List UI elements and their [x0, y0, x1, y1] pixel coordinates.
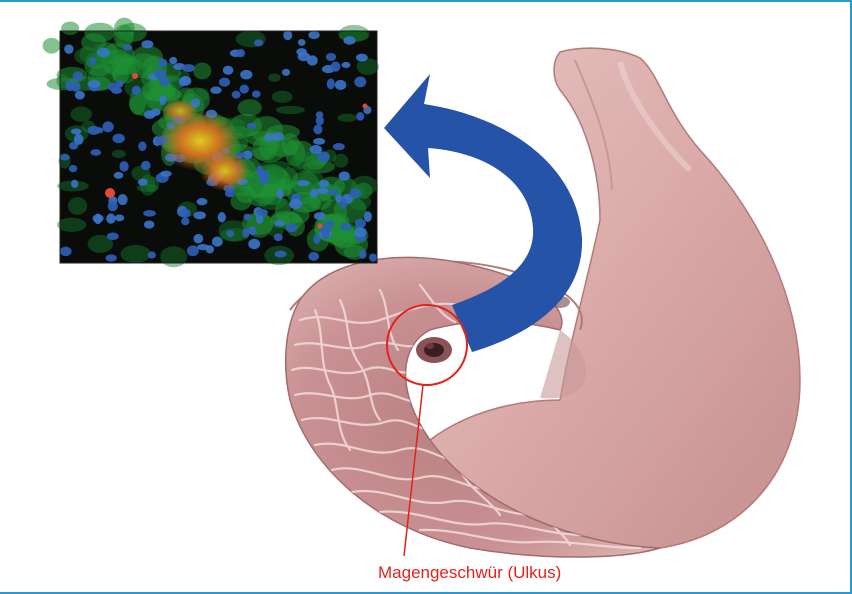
ulcer: [416, 337, 452, 363]
ulcer-label: Magengeschwür (Ulkus): [378, 563, 561, 583]
micrograph-image: [43, 18, 379, 268]
